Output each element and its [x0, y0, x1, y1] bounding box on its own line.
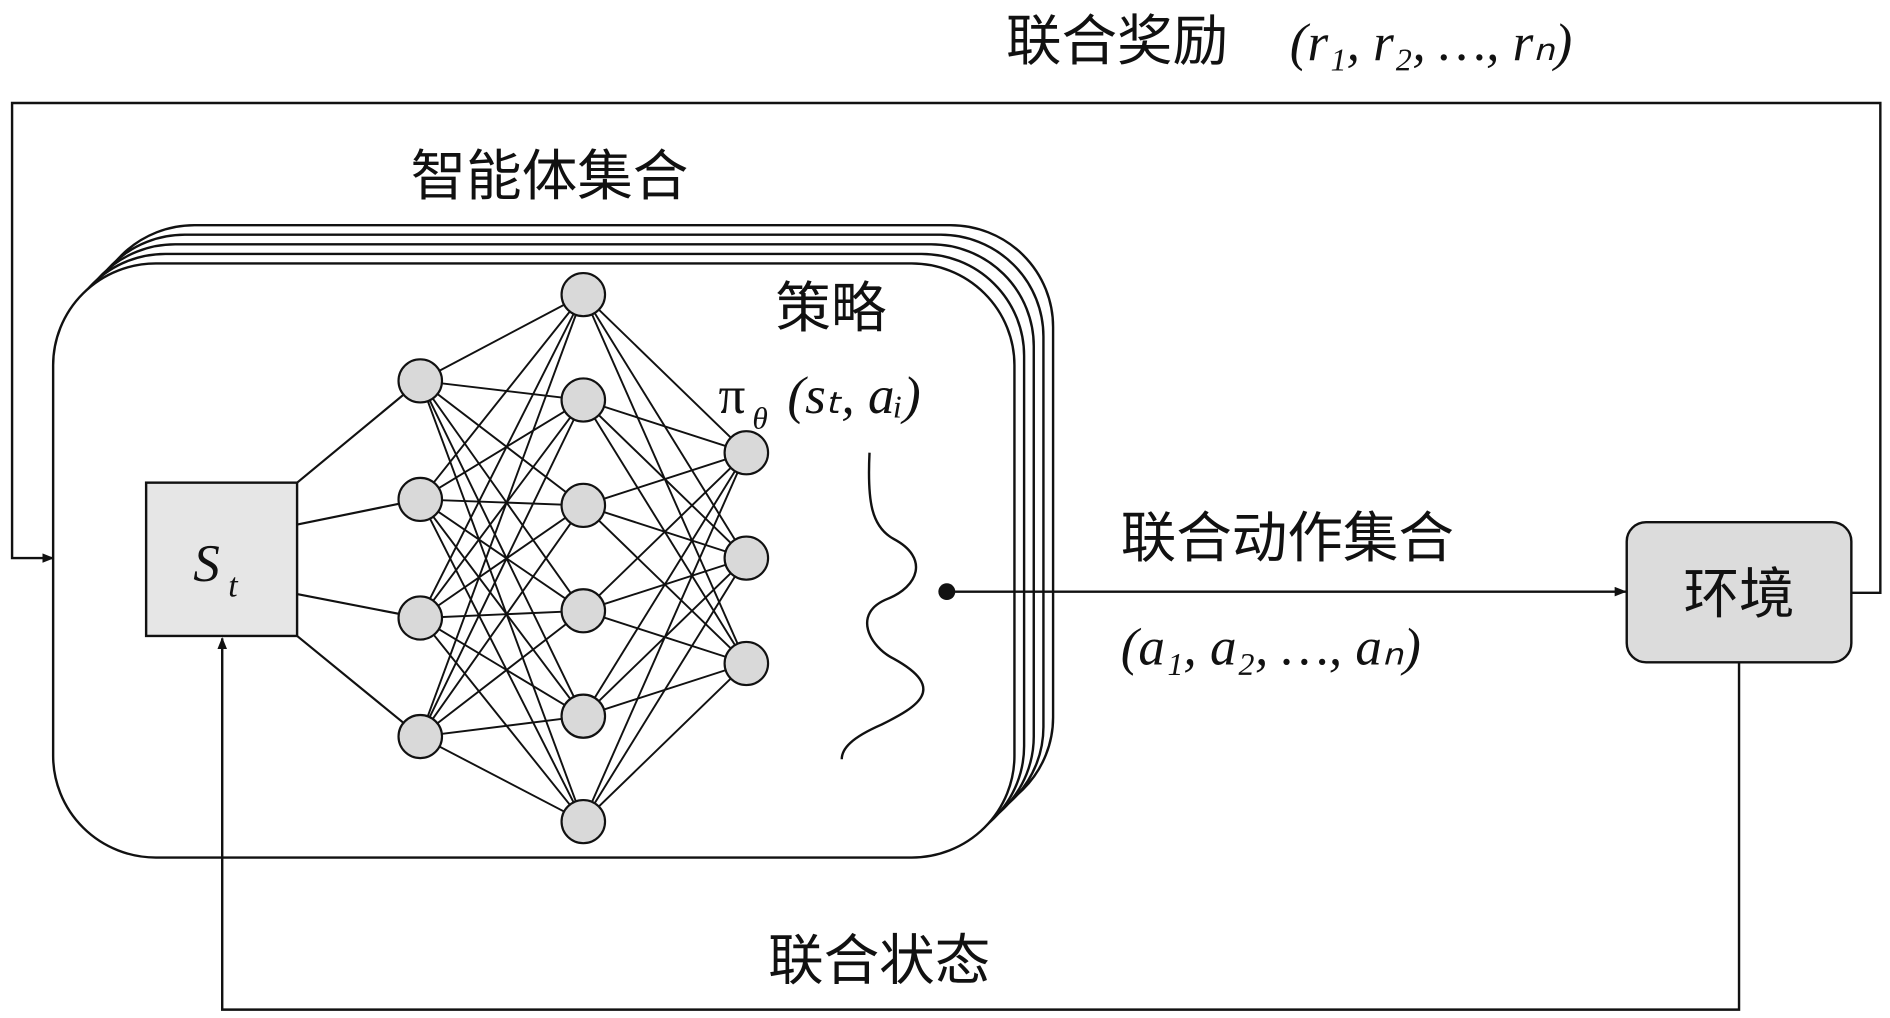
network-edge	[419, 498, 585, 717]
state-feedback-arrow	[217, 637, 1741, 1011]
network-edge	[419, 380, 585, 717]
policy-label: 策略	[775, 277, 886, 341]
network-edge	[420, 609, 584, 619]
joint-state-label: 联合状态	[768, 930, 990, 994]
action-dot	[938, 583, 956, 601]
network-node	[560, 482, 607, 529]
joint-action-math: (a₁, a₂, …, aₙ)	[1121, 619, 1421, 677]
network-node	[560, 588, 607, 634]
network-node	[723, 535, 770, 581]
network-nodes	[397, 271, 770, 845]
network-edge	[419, 399, 584, 501]
network-edge	[582, 662, 748, 823]
network-edge	[420, 379, 584, 401]
network-node	[397, 476, 444, 523]
state-subscript: t	[228, 568, 239, 605]
state-label: S	[193, 535, 220, 593]
policy-theta: θ	[752, 401, 767, 436]
policy-args: (sₜ, aᵢ)	[787, 367, 920, 425]
network-node	[723, 430, 770, 476]
network-edge	[419, 504, 585, 738]
network-edge	[582, 452, 748, 717]
network-edge	[419, 380, 585, 822]
network-node	[560, 798, 607, 845]
network-edge	[582, 452, 748, 822]
network-edge	[419, 610, 584, 738]
network-edge	[419, 504, 584, 619]
network-edge	[420, 498, 584, 507]
network-edge	[419, 399, 585, 619]
network-edge	[419, 293, 584, 382]
network-edge	[419, 617, 584, 718]
network-edge	[419, 498, 585, 823]
joint-action-label: 联合动作集合	[1121, 507, 1454, 571]
joint-reward-math: (r₁, r₂, …, rₙ)	[1290, 14, 1572, 72]
network-edge	[420, 715, 584, 738]
network-edge	[419, 498, 584, 612]
environment-box	[1625, 520, 1853, 664]
network-node	[397, 358, 444, 404]
network-edge	[419, 294, 585, 501]
network-edge	[419, 294, 585, 619]
policy-distribution-curve	[840, 452, 925, 760]
network-edge	[419, 294, 585, 737]
network-edge	[582, 557, 748, 823]
network-edge	[419, 399, 585, 737]
network-node	[560, 271, 607, 318]
network-edge	[419, 617, 585, 823]
network-edge	[583, 451, 747, 507]
network-node	[397, 595, 444, 641]
joint-reward-label: 联合奖励	[1006, 10, 1228, 74]
reward-feedback-arrow	[10, 101, 1882, 595]
network-node	[560, 693, 607, 739]
environment-label: 环境	[1683, 563, 1794, 627]
network-edge	[296, 380, 421, 484]
network-edges	[296, 293, 748, 823]
network-node	[723, 640, 770, 687]
network-node	[560, 377, 607, 423]
policy-pi: π	[719, 367, 746, 425]
network-edge	[419, 380, 585, 612]
network-edge	[583, 399, 747, 454]
network-edge	[296, 635, 421, 738]
agent-set-label: 智能体集合	[411, 145, 689, 209]
network-edge	[582, 293, 748, 454]
network-edge	[419, 735, 584, 823]
network-edge	[419, 380, 584, 507]
state-box	[144, 481, 299, 638]
agent-stack	[51, 223, 1055, 859]
network-edge	[582, 452, 748, 612]
network-node	[397, 713, 444, 760]
